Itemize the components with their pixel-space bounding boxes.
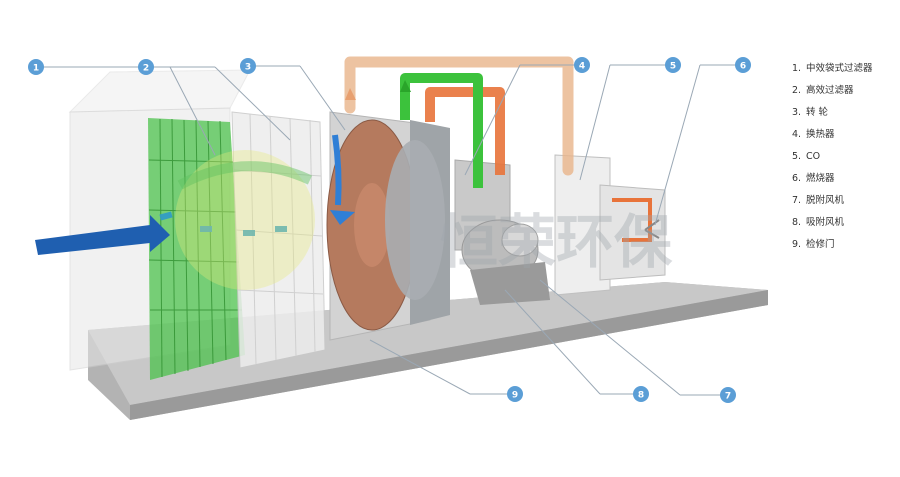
- watermark-logo: [175, 150, 315, 290]
- callout-5: [665, 57, 681, 73]
- callout-6: [735, 57, 751, 73]
- legend-number: 2.: [792, 85, 802, 96]
- filter-airflow-marks: [159, 211, 287, 236]
- co-unit: [554, 154, 611, 296]
- legend-item-burner: 6. 燃烧器: [792, 168, 897, 190]
- base-top: [88, 282, 768, 405]
- duct-green: [400, 73, 483, 188]
- callout-6-label: 6: [740, 62, 746, 72]
- callout-2: [138, 59, 154, 75]
- duct-arrow-tan: [345, 88, 356, 100]
- legend-number: 5.: [792, 151, 802, 162]
- legend-label: 中效袋式过滤器: [806, 63, 873, 74]
- hepa-filter-grid: [233, 113, 324, 365]
- legend-number: 1.: [792, 63, 802, 74]
- legend-number: 6.: [792, 173, 802, 184]
- legend-number: 7.: [792, 195, 802, 206]
- callout-7-label: 7: [725, 392, 731, 402]
- legend-label: 燃烧器: [806, 173, 835, 184]
- duct-arrow-green: [400, 80, 411, 92]
- callout-3: [240, 58, 256, 74]
- callout-leaders: [36, 64, 743, 396]
- legend-item-access-door: 9. 检修门: [792, 234, 897, 256]
- legend-number: 4.: [792, 129, 802, 140]
- bag-filter: [148, 118, 245, 380]
- legend-label: 高效过滤器: [806, 85, 854, 96]
- callout-4: [574, 57, 590, 73]
- legend-item-heat-exchanger: 4. 换热器: [792, 124, 897, 146]
- burner-nozzle: [644, 219, 660, 239]
- legend-label: 检修门: [806, 239, 835, 250]
- callout-1-label: 1: [33, 64, 39, 74]
- duct-orange: [425, 87, 505, 175]
- legend-item-hepa-filter: 2. 高效过滤器: [792, 80, 897, 102]
- callout-3-label: 3: [245, 63, 251, 73]
- legend-item-rotor: 3. 转 轮: [792, 102, 897, 124]
- inlet-airflow-arrow: [35, 215, 170, 255]
- rotor-airflow-arrow: [332, 134, 342, 206]
- callout-4-label: 4: [579, 62, 585, 72]
- legend-label: CO: [806, 151, 821, 162]
- callout-markers: 1 2 3 4 5 6 7 8 9: [28, 57, 751, 403]
- legend-label: 转 轮: [806, 107, 829, 118]
- fan-base: [470, 262, 550, 305]
- base-edge: [130, 290, 768, 420]
- callout-2-label: 2: [143, 64, 149, 74]
- burner-flow: [612, 198, 652, 242]
- legend-label: 换热器: [806, 129, 835, 140]
- hepa-filter: [231, 111, 326, 369]
- watermark-text: 恒荣环保: [440, 208, 673, 276]
- adsorption-fan: [501, 223, 539, 257]
- legend-item-adsorption-fan: 8. 吸附风机: [792, 212, 897, 234]
- callout-5-label: 5: [670, 62, 676, 72]
- legend-label: 脱附风机: [806, 195, 845, 206]
- callout-9: [507, 386, 523, 402]
- legend-item-desorption-fan: 7. 脱附风机: [792, 190, 897, 212]
- legend-item-co: 5. CO: [792, 146, 897, 168]
- duct-tan: [344, 56, 574, 176]
- rotor-drum: [385, 140, 445, 300]
- legend-number: 8.: [792, 217, 802, 228]
- legend-item-bag-filter: 1. 中效袋式过滤器: [792, 58, 897, 80]
- rotor-hub: [354, 183, 390, 267]
- legend-number: 9.: [792, 239, 802, 250]
- callout-7: [720, 387, 736, 403]
- callout-8-label: 8: [638, 391, 644, 401]
- legend-label: 吸附风机: [806, 217, 845, 228]
- callout-8: [633, 386, 649, 402]
- watermark-swoosh: [177, 161, 313, 190]
- component-legend: 1. 中效袋式过滤器 2. 高效过滤器 3. 转 轮 4. 换热器 5. CO 6. 燃烧器…: [792, 58, 897, 256]
- bag-filter-grid: [148, 118, 242, 378]
- housing-top: [68, 69, 251, 113]
- legend-number: 3.: [792, 107, 802, 118]
- callout-9-label: 9: [512, 391, 518, 401]
- rotor-airflow-head: [330, 210, 355, 225]
- callout-1: [28, 59, 44, 75]
